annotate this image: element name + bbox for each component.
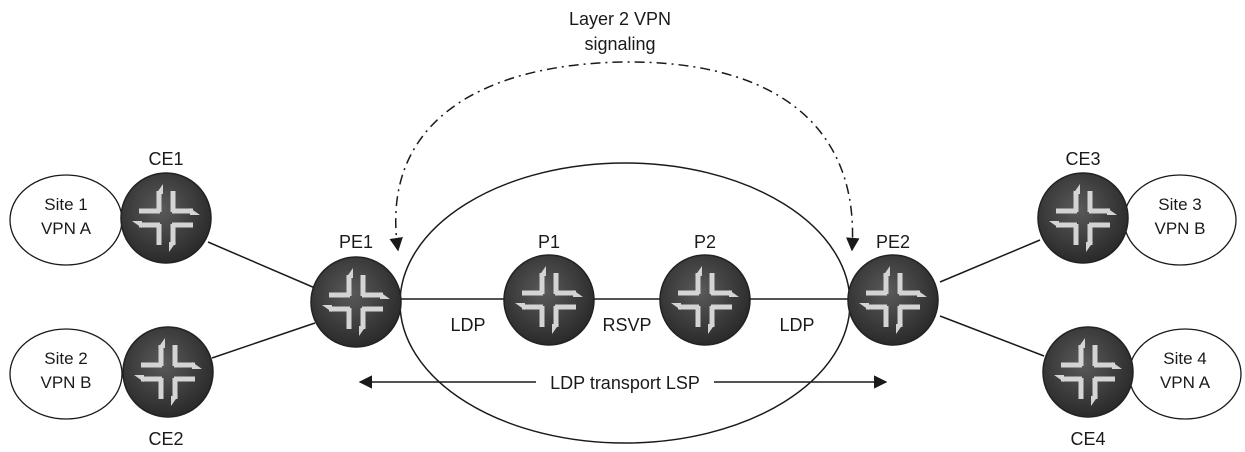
label-p2: P2 (694, 232, 716, 252)
label-link-p1-p2: RSVP (602, 315, 651, 335)
site-1-name: Site 1 (44, 195, 87, 214)
router-icon (311, 257, 401, 347)
link-ce2-pe1 (211, 322, 316, 359)
router-icon (848, 255, 938, 345)
router-pe1 (311, 257, 401, 347)
site-4: Site 4 VPN A (1128, 328, 1242, 420)
router-p2 (660, 255, 750, 345)
router-p1 (504, 255, 594, 345)
label-link-p2-pe2: LDP (779, 315, 814, 335)
router-pe2 (848, 255, 938, 345)
router-icon (121, 173, 211, 263)
router-ce2 (123, 327, 213, 417)
site-4-name: Site 4 (1163, 349, 1206, 368)
site-3: Site 3 VPN B (1123, 174, 1237, 266)
site-3-vpn: VPN B (1154, 219, 1205, 238)
label-ce4: CE4 (1070, 429, 1105, 449)
link-ce1-pe1 (207, 241, 316, 289)
label-pe1: PE1 (339, 232, 373, 252)
router-icon (1038, 173, 1128, 263)
label-transport-lsp: LDP transport LSP (550, 373, 700, 393)
router-icon (123, 327, 213, 417)
label-ce1: CE1 (148, 149, 183, 169)
router-ce3 (1038, 173, 1128, 263)
label-signaling-line1: Layer 2 VPN (569, 9, 671, 29)
site-1: Site 1 VPN A (9, 174, 123, 266)
site-2: Site 2 VPN B (9, 328, 123, 420)
router-icon (504, 255, 594, 345)
site-2-vpn: VPN B (40, 373, 91, 392)
router-icon (660, 255, 750, 345)
site-2-name: Site 2 (44, 349, 87, 368)
label-pe2: PE2 (876, 232, 910, 252)
label-p1: P1 (538, 232, 560, 252)
router-ce4 (1043, 327, 1133, 417)
site-4-vpn: VPN A (1160, 373, 1211, 392)
link-pe2-ce3 (939, 239, 1041, 283)
core-network-ellipse (399, 162, 851, 444)
signaling-arc (389, 61, 860, 252)
link-pe2-ce4 (939, 315, 1045, 357)
router-icon (1043, 327, 1133, 417)
site-3-name: Site 3 (1158, 195, 1201, 214)
label-signaling-line2: signaling (584, 34, 655, 54)
router-ce1 (121, 173, 211, 263)
label-ce3: CE3 (1065, 149, 1100, 169)
site-1-vpn: VPN A (41, 219, 92, 238)
label-link-pe1-p1: LDP (450, 315, 485, 335)
label-ce2: CE2 (148, 429, 183, 449)
